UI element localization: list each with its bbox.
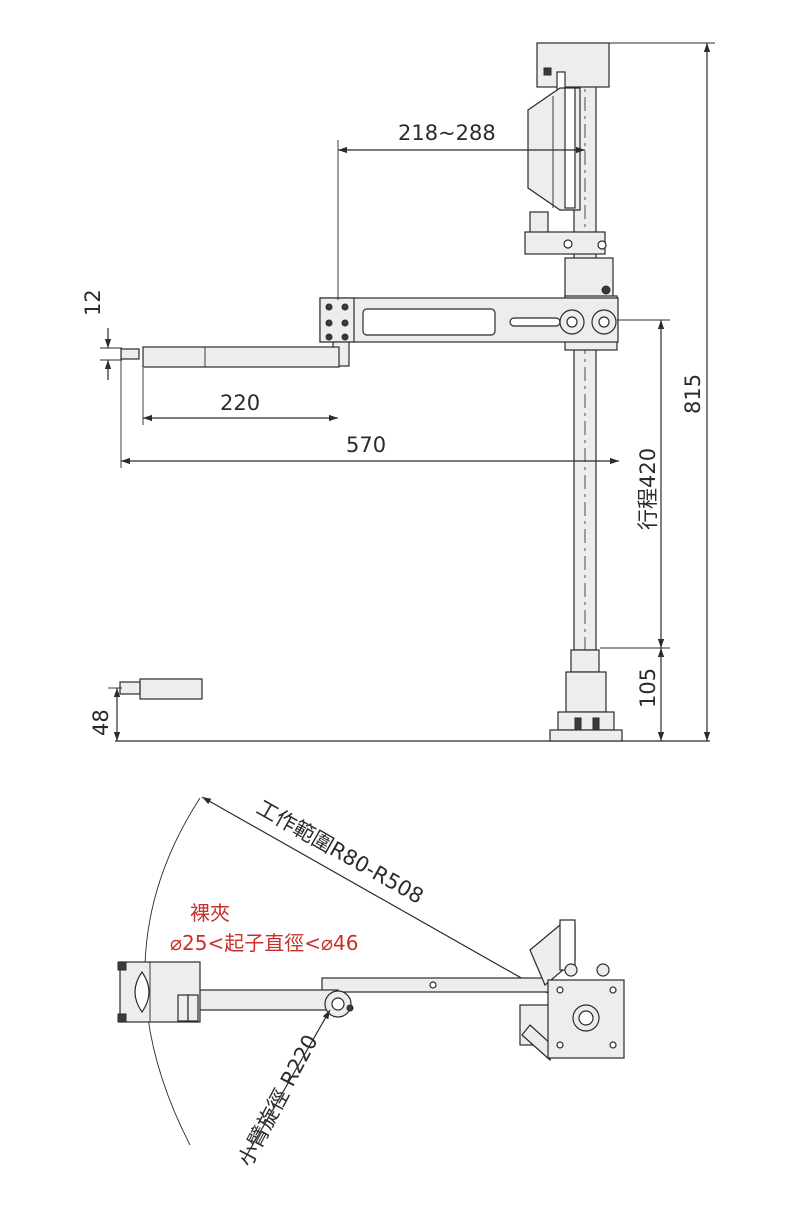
dim-stroke-420-label: 行程420 bbox=[636, 448, 660, 530]
work-range-label: 工作範圍R80-R508 bbox=[253, 795, 428, 908]
dim-815: 815 bbox=[609, 42, 715, 741]
side-view: 218~288 12 220 570 815 bbox=[81, 42, 715, 742]
arm-radius-label: 小臂旋徑 R220 bbox=[233, 1031, 322, 1171]
small-arm-lowest bbox=[119, 678, 203, 700]
top-balancer bbox=[524, 42, 610, 255]
dim-570: 570 bbox=[120, 360, 619, 468]
main-arm bbox=[319, 297, 619, 343]
dim-220: 220 bbox=[142, 368, 338, 425]
dim-48-label: 48 bbox=[89, 709, 113, 736]
dim-12-label: 12 bbox=[81, 289, 105, 316]
arm-radius-line bbox=[243, 1009, 331, 1161]
top-small-arm bbox=[197, 989, 354, 1018]
clamp-range: ⌀25<起子直徑<⌀46 bbox=[170, 931, 359, 955]
top-base bbox=[519, 919, 625, 1062]
small-arm bbox=[120, 341, 350, 368]
dim-570-label: 570 bbox=[346, 433, 386, 457]
dim-218-288: 218~288 bbox=[337, 121, 585, 300]
top-view: 工作範圍R80-R508 裸夾 ⌀25<起子直徑<⌀46 bbox=[117, 795, 625, 1171]
dim-220-label: 220 bbox=[220, 391, 260, 415]
dim-815-label: 815 bbox=[681, 374, 705, 414]
dim-48: 48 bbox=[89, 687, 122, 741]
dim-12: 12 bbox=[81, 289, 122, 380]
dim-218-288-label: 218~288 bbox=[398, 121, 496, 145]
vertical-column bbox=[549, 70, 623, 742]
work-range-radius-line bbox=[201, 796, 584, 1014]
dim-105: 105 bbox=[636, 648, 665, 741]
dim-105-label: 105 bbox=[636, 668, 660, 708]
dim-stroke-420: 行程420 bbox=[600, 319, 670, 649]
top-clamp bbox=[117, 961, 201, 1023]
top-main-arm bbox=[321, 977, 553, 993]
clamp-title: 裸夾 bbox=[190, 901, 230, 925]
